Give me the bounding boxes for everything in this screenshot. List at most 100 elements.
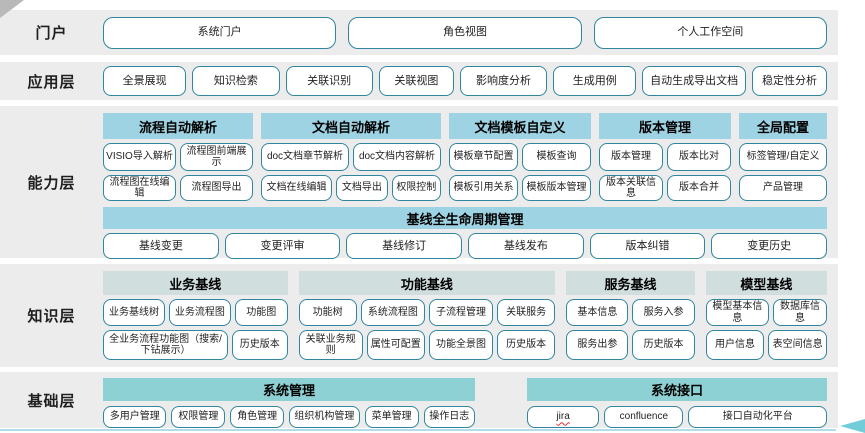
foundation-item-confluence: confluence (604, 406, 684, 428)
baseline-item: 基线发布 (468, 233, 584, 259)
corner-fold-decoration (0, 0, 24, 18)
app-item: 关联视图 (378, 66, 454, 96)
group-row: 模型基本信息 数据库信息 (705, 299, 827, 326)
group-title: 文档自动解析 (261, 113, 441, 139)
foundation-groups: 系统管理 多用户管理 权限管理 角色管理 组织机构管理 菜单管理 操作日志 系统… (103, 378, 827, 428)
foundation-item: 菜单管理 (364, 406, 419, 428)
layer-label-portal: 门户 (35, 25, 68, 42)
knowledge-group-function-baseline: 功能基线 功能树 系统流程图 子流程管理 关联服务 关联业务规则 属性可配置 功… (298, 271, 556, 360)
group-title: 版本管理 (599, 113, 731, 139)
knowledge-item: 历史版本 (231, 330, 288, 360)
capability-group-template-custom: 文档模板自定义 模板章节配置 模板查询 模板引用关系 模板版本管理 (449, 113, 591, 201)
group-row: 产品管理 (739, 175, 827, 201)
capability-item: VISIO导入解析 (103, 143, 176, 171)
foundation-item-interface-automation: 接口自动化平台 (688, 406, 827, 428)
capability-item: 版本管理 (599, 143, 663, 171)
group-title: 全局配置 (739, 113, 827, 139)
portal-layer-band: 门户 系统门户 角色视图 个人工作空间 (0, 10, 838, 55)
capability-item: 模板版本管理 (522, 175, 591, 201)
capability-item: 版本关联信息 (599, 175, 663, 201)
knowledge-item: 关联业务规则 (298, 330, 363, 360)
knowledge-item: 功能树 (298, 299, 357, 326)
knowledge-item: 服务入参 (632, 299, 695, 326)
application-content: 全景展现 知识检索 关联识别 关联视图 影响度分析 生成用例 自动生成导出文档 … (103, 62, 838, 100)
jira-label: jira (556, 411, 570, 423)
baseline-item: 基线修订 (346, 233, 463, 259)
knowledge-item: 数据库信息 (773, 299, 827, 326)
capability-content: 流程自动解析 VISIO导入解析 流程图前端展示 流程图在线编辑 流程图导出 文… (103, 106, 838, 259)
group-title: 系统接口 (527, 378, 827, 401)
baseline-item: 基线变更 (103, 233, 219, 259)
portal-content: 系统门户 角色视图 个人工作空间 (103, 10, 838, 55)
group-row: 全业务流程功能图（搜索/下钻展示） 历史版本 (103, 330, 288, 360)
app-item: 影响度分析 (459, 66, 548, 96)
application-layer-band: 应用层 全景展现 知识检索 关联识别 关联视图 影响度分析 生成用例 自动生成导… (0, 62, 838, 100)
baseline-item: 版本纠错 (589, 233, 706, 259)
foundation-layer-band: 基础层 系统管理 多用户管理 权限管理 角色管理 组织机构管理 菜单管理 操作日… (0, 372, 838, 428)
bottom-line-decoration (0, 429, 836, 431)
capability-layer-band: 能力层 流程自动解析 VISIO导入解析 流程图前端展示 流程图在线编辑 流程图… (0, 106, 838, 259)
capability-groups: 流程自动解析 VISIO导入解析 流程图前端展示 流程图在线编辑 流程图导出 文… (103, 113, 827, 201)
capability-item: 模板章节配置 (449, 143, 518, 171)
capability-item: 产品管理 (739, 175, 827, 201)
app-item: 知识检索 (192, 66, 280, 96)
knowledge-item: 服务出参 (566, 330, 629, 360)
group-title: 流程自动解析 (103, 113, 253, 139)
group-row: 基本信息 服务入参 (566, 299, 695, 326)
group-row: 模板章节配置 模板查询 (449, 143, 591, 171)
group-row: 版本管理 版本比对 (599, 143, 731, 171)
app-item: 自动生成导出文档 (642, 66, 746, 96)
knowledge-item: 功能全景图 (428, 330, 493, 360)
group-title: 文档模板自定义 (449, 113, 591, 139)
capability-group-version-mgmt: 版本管理 版本管理 版本比对 版本关联信息 版本合并 (599, 113, 731, 201)
knowledge-content: 业务基线 业务基线树 业务流程图 功能图 全业务流程功能图（搜索/下钻展示） 历… (103, 264, 838, 367)
group-row: VISIO导入解析 流程图前端展示 (103, 143, 253, 171)
portal-item-personal-workspace: 个人工作空间 (593, 16, 827, 49)
knowledge-groups: 业务基线 业务基线树 业务流程图 功能图 全业务流程功能图（搜索/下钻展示） 历… (103, 271, 827, 360)
group-row: 业务基线树 业务流程图 功能图 (103, 299, 288, 326)
knowledge-item: 业务流程图 (168, 299, 231, 326)
app-item: 生成用例 (553, 66, 637, 96)
capability-item: 流程图导出 (180, 175, 253, 201)
group-row: 服务出参 历史版本 (566, 330, 695, 360)
group-row: 用户信息 表空间信息 (705, 330, 827, 360)
capability-item: 流程图前端展示 (180, 143, 253, 171)
group-title: 模型基线 (705, 271, 827, 295)
foundation-item: 组织机构管理 (289, 406, 360, 428)
foundation-item: 操作日志 (423, 406, 475, 428)
capability-item: 版本比对 (667, 143, 731, 171)
knowledge-item: 业务基线树 (103, 299, 165, 326)
baseline-item: 变更历史 (711, 233, 828, 259)
group-row: 标签管理/自定义 (739, 143, 827, 171)
app-item: 全景展现 (103, 66, 187, 96)
capability-group-doc-parsing: 文档自动解析 doc文档章节解析 doc文档内容解析 文档在线编辑 文档导出 权… (261, 113, 441, 201)
group-row: 功能树 系统流程图 子流程管理 关联服务 (298, 299, 556, 326)
knowledge-item: 属性可配置 (366, 330, 425, 360)
knowledge-item: 模型基本信息 (705, 299, 770, 326)
baseline-row: 基线变更 变更评审 基线修订 基线发布 版本纠错 变更历史 (103, 233, 828, 259)
capability-item: 模板引用关系 (449, 175, 518, 201)
capability-item: doc文档章节解析 (261, 143, 349, 171)
app-item: 稳定性分析 (751, 66, 827, 96)
knowledge-item: 历史版本 (632, 330, 695, 360)
group-row: 关联业务规则 属性可配置 功能全景图 历史版本 (298, 330, 556, 360)
portal-item-system-portal: 系统门户 (103, 16, 337, 49)
layer-label-application: 应用层 (27, 73, 76, 91)
knowledge-item: 用户信息 (705, 330, 765, 360)
capability-item: 模板查询 (522, 143, 591, 171)
group-row: 流程图在线编辑 流程图导出 (103, 175, 253, 201)
group-title: 业务基线 (103, 271, 288, 295)
knowledge-item: 关联服务 (497, 299, 556, 326)
knowledge-group-service-baseline: 服务基线 基本信息 服务入参 服务出参 历史版本 (566, 271, 695, 360)
group-title: 功能基线 (298, 271, 556, 295)
portal-item-role-view: 角色视图 (348, 16, 582, 49)
knowledge-item: 全业务流程功能图（搜索/下钻展示） (103, 330, 228, 360)
capability-item: 标签管理/自定义 (739, 143, 827, 171)
group-row: 文档在线编辑 文档导出 权限控制 (261, 175, 441, 201)
knowledge-item: 系统流程图 (360, 299, 425, 326)
capability-item: 权限控制 (391, 175, 441, 201)
group-row: doc文档章节解析 doc文档内容解析 (261, 143, 441, 171)
group-row: jira confluence 接口自动化平台 (527, 406, 827, 428)
baseline-item: 变更评审 (224, 233, 341, 259)
